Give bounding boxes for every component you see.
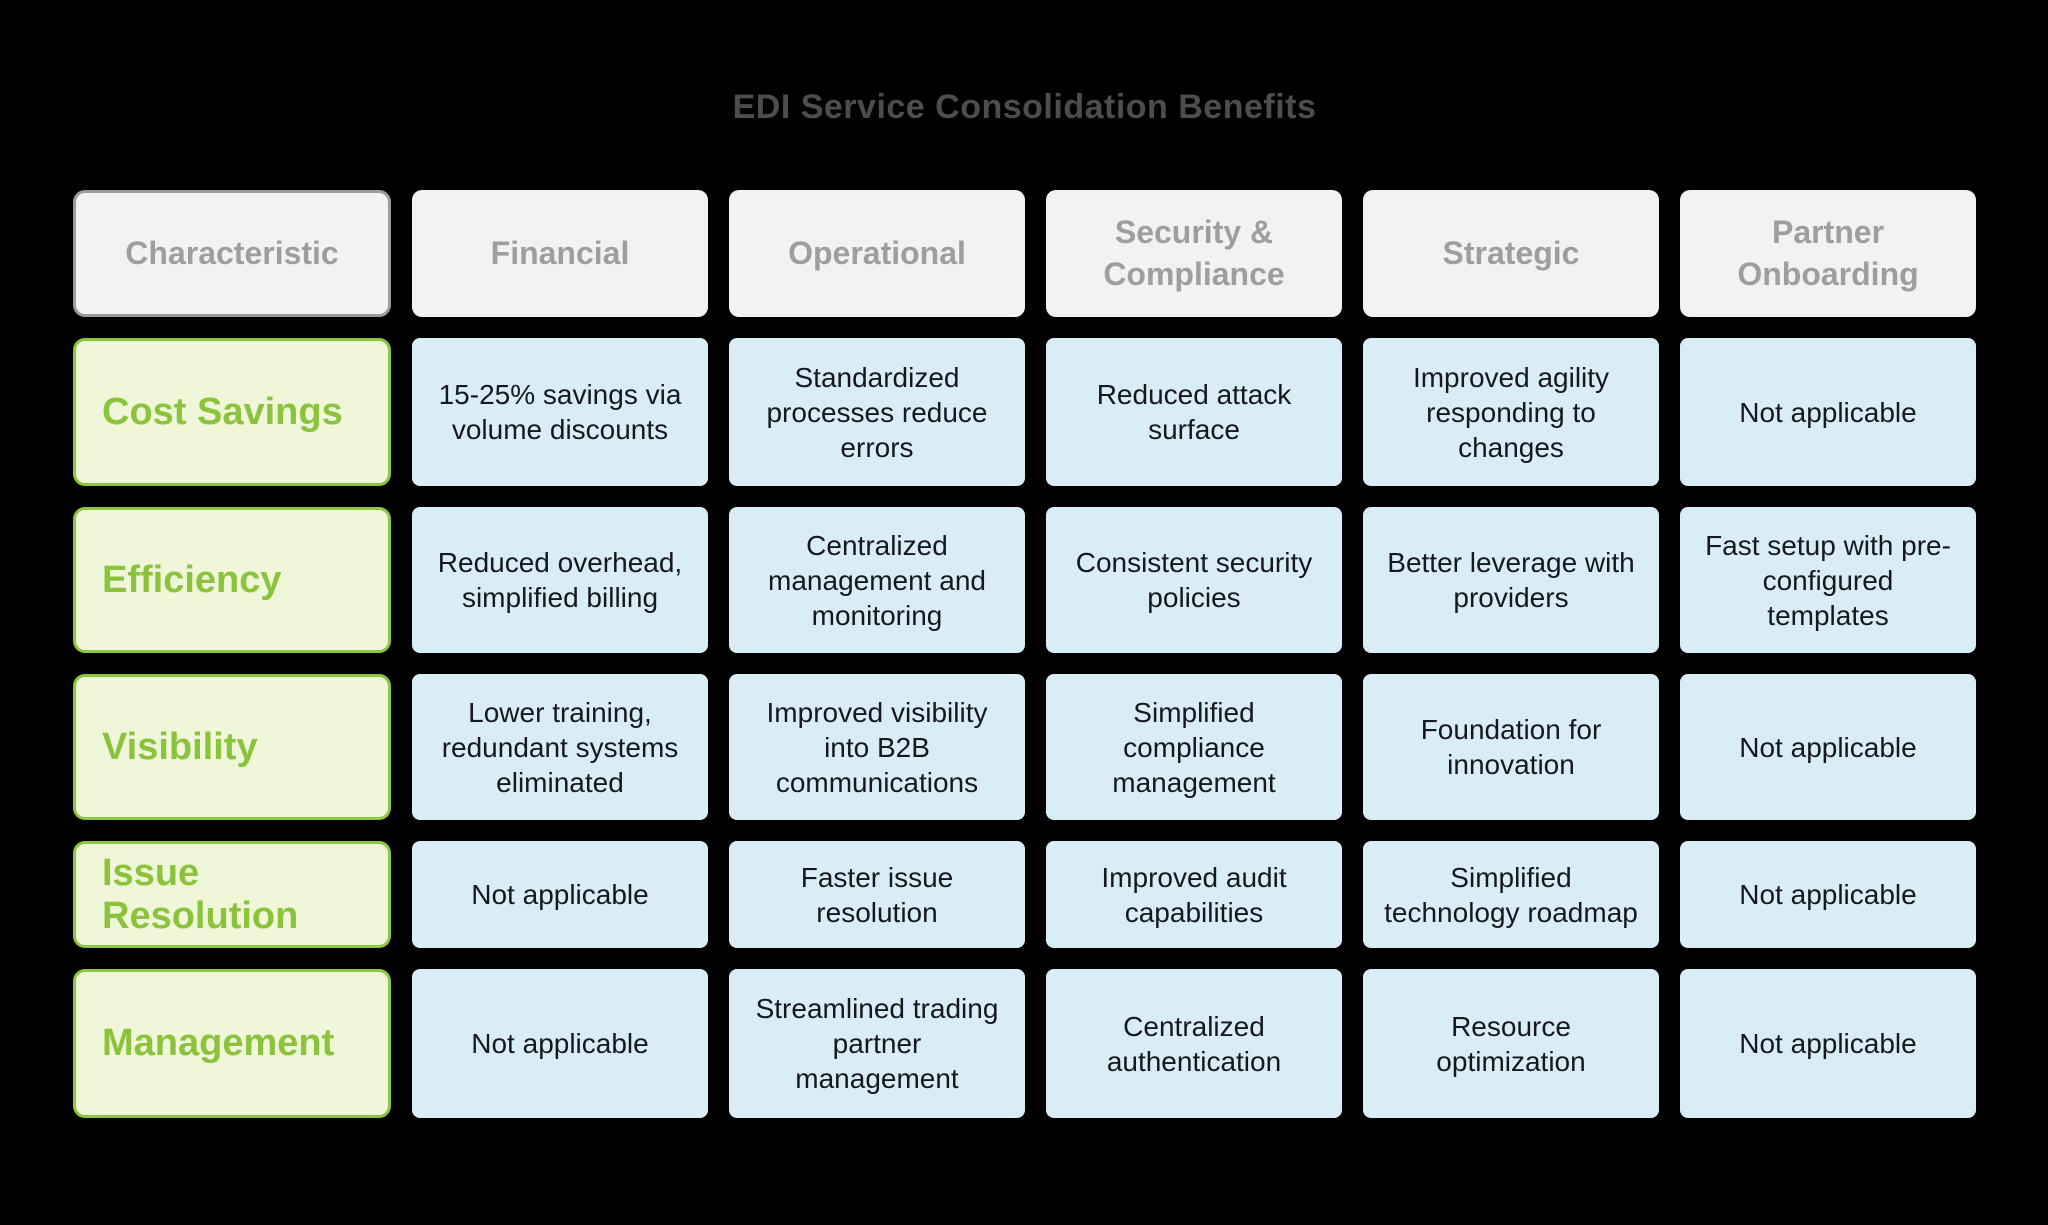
row-label-efficiency: Efficiency (73, 507, 391, 653)
cell-cost-savings-financial: 15-25% savings via volume discounts (412, 338, 708, 486)
cell-visibility-financial: Lower training, redundant systems elimin… (412, 674, 708, 820)
cell-issue-resolution-operational: Faster issue resolution (729, 841, 1025, 948)
cell-efficiency-operational: Centralized management and monitoring (729, 507, 1025, 653)
cell-issue-resolution-partner-onboarding: Not applicable (1680, 841, 1976, 948)
cell-issue-resolution-security-compliance: Improved audit capabilities (1046, 841, 1342, 948)
row-label-visibility: Visibility (73, 674, 391, 820)
cell-management-strategic: Resource optimization (1363, 969, 1659, 1118)
cell-cost-savings-security-compliance: Reduced attack surface (1046, 338, 1342, 486)
cell-management-partner-onboarding: Not applicable (1680, 969, 1976, 1118)
row-label-management: Management (73, 969, 391, 1118)
cell-management-financial: Not applicable (412, 969, 708, 1118)
column-header-operational: Operational (729, 190, 1025, 317)
cell-efficiency-partner-onboarding: Fast setup with pre- configured template… (1680, 507, 1976, 653)
benefits-matrix: Characteristic Financial Operational Sec… (73, 190, 1976, 1118)
column-header-characteristic: Characteristic (73, 190, 391, 317)
column-header-security-compliance: Security & Compliance (1046, 190, 1342, 317)
cell-issue-resolution-financial: Not applicable (412, 841, 708, 948)
cell-visibility-operational: Improved visibility into B2B communicati… (729, 674, 1025, 820)
cell-cost-savings-partner-onboarding: Not applicable (1680, 338, 1976, 486)
cell-cost-savings-strategic: Improved agility responding to changes (1363, 338, 1659, 486)
cell-visibility-strategic: Foundation for innovation (1363, 674, 1659, 820)
cell-visibility-partner-onboarding: Not applicable (1680, 674, 1976, 820)
diagram-title: EDI Service Consolidation Benefits (732, 88, 1317, 126)
column-header-partner-onboarding: Partner Onboarding (1680, 190, 1976, 317)
cell-management-operational: Streamlined trading partner management (729, 969, 1025, 1118)
cell-management-security-compliance: Centralized authentication (1046, 969, 1342, 1118)
cell-visibility-security-compliance: Simplified compliance management (1046, 674, 1342, 820)
cell-issue-resolution-strategic: Simplified technology roadmap (1363, 841, 1659, 948)
cell-efficiency-security-compliance: Consistent security policies (1046, 507, 1342, 653)
column-header-financial: Financial (412, 190, 708, 317)
cell-cost-savings-operational: Standardized processes reduce errors (729, 338, 1025, 486)
cell-efficiency-strategic: Better leverage with providers (1363, 507, 1659, 653)
row-label-cost-savings: Cost Savings (73, 338, 391, 486)
column-header-strategic: Strategic (1363, 190, 1659, 317)
row-label-issue-resolution: Issue Resolution (73, 841, 391, 948)
cell-efficiency-financial: Reduced overhead, simplified billing (412, 507, 708, 653)
